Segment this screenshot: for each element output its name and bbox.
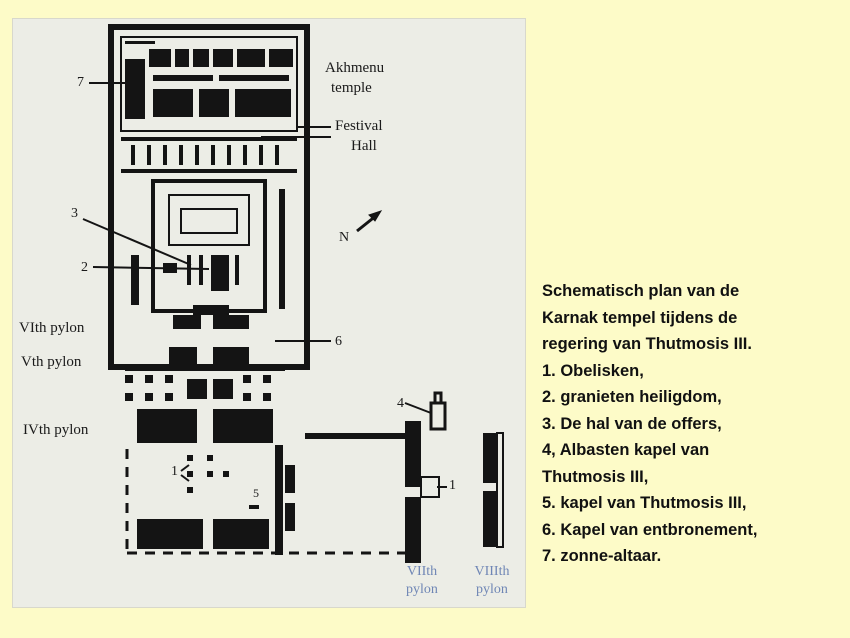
caption-line: 1. Obelisken, [542, 361, 644, 380]
label-5: 5 [253, 486, 259, 500]
pylon-seven [405, 421, 440, 563]
caption-line: Schematisch plan van de [542, 282, 740, 300]
caption-line: 5. kapel van Thutmosis III, [542, 494, 747, 512]
leader-lines [82, 82, 447, 488]
caption-line: 2. granieten heiligdom, [542, 388, 722, 406]
caption-line: 4, Albasten kapel van [542, 441, 710, 459]
pylon-5-label: Vth pylon [21, 354, 82, 370]
outer-court-solid [137, 433, 411, 555]
caption-line: Karnak tempel tijdens de [542, 308, 738, 327]
festival-hall [121, 137, 297, 173]
akhmenu-label-line1: Akhmenu [325, 60, 385, 76]
pylon-four [137, 409, 273, 443]
temple-plan-drawing [82, 24, 504, 563]
label-4: 4 [397, 396, 404, 411]
caption-line: 7. zonne-altaar. [542, 547, 662, 565]
outer-court [125, 449, 409, 555]
label-1-left: 1 [171, 464, 178, 479]
caption-line: 3. De hal van de offers, [542, 414, 722, 433]
pillared-court [125, 375, 271, 401]
pylon-7-label-line1: VIIth [406, 564, 438, 579]
caption-line: 6. Kapel van entbronement, [542, 520, 758, 539]
pylon-6-label: VIth pylon [19, 320, 85, 336]
plan-caption: Schematisch plan van de Karnak tempel ti… [542, 278, 842, 570]
festival-hall-label-line2: Hall [351, 138, 377, 154]
pylon-eight [483, 432, 504, 548]
label-1-right: 1 [449, 478, 456, 493]
label-2: 2 [81, 260, 88, 275]
festival-hall-label-line1: Festival [335, 118, 383, 134]
label-6: 6 [335, 334, 342, 349]
caption-line: Thutmosis III, [542, 467, 649, 486]
alabaster-chapel [429, 391, 447, 431]
north-arrow [356, 210, 383, 233]
pylon-zone [125, 315, 285, 371]
label-3: 3 [71, 206, 78, 221]
north-label: N [339, 230, 350, 245]
akhmenu-rooms [125, 41, 293, 119]
pylon-7-label-line2: pylon [406, 582, 438, 597]
inner-sanctuary [151, 179, 267, 313]
pylon-4-label: IVth pylon [23, 422, 89, 438]
akhmenu-label-line2: temple [331, 80, 372, 96]
label-7: 7 [77, 75, 84, 90]
obelisks-left [187, 455, 259, 509]
caption-line: regering van Thutmosis III. [542, 335, 752, 353]
pylon-8-label-line2: pylon [476, 582, 508, 597]
temple-plan-image: Akhmenu temple Festival Hall N 7 3 2 6 4… [12, 18, 526, 608]
pylon-8-label-line1: VIIIth [474, 564, 510, 579]
